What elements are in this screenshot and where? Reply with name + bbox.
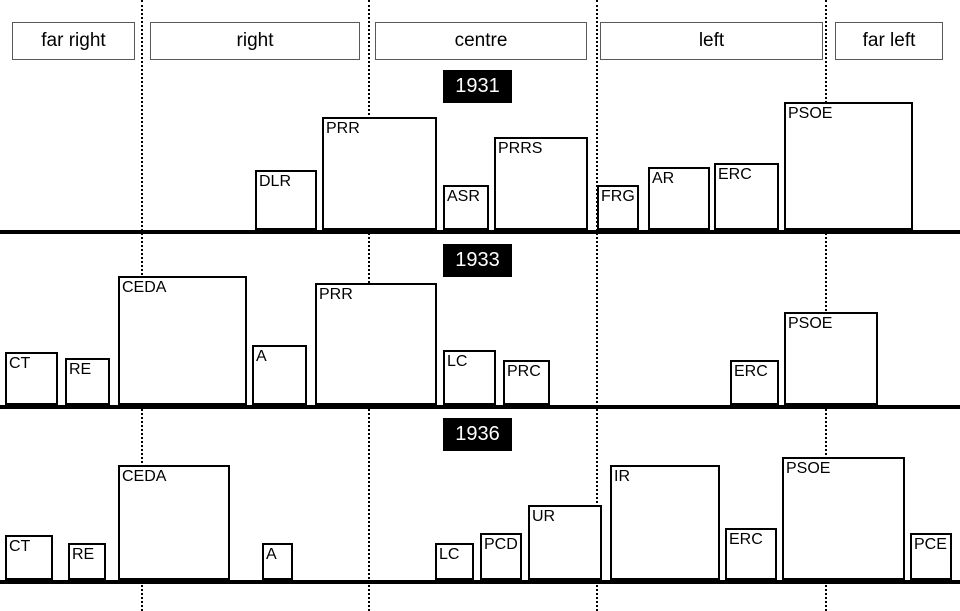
spectrum-label-left: left (600, 22, 823, 60)
party-box-PRC: PRC (503, 360, 550, 405)
party-box-CT: CT (5, 535, 53, 580)
party-box-IR: IR (610, 465, 720, 580)
party-box-PSOE: PSOE (784, 312, 878, 405)
party-box-ERC: ERC (725, 528, 777, 580)
party-box-A: A (252, 345, 307, 405)
party-box-FRG: FRG (597, 185, 639, 230)
spectrum-divider-line (596, 0, 598, 611)
spectrum-label-right: right (150, 22, 360, 60)
party-box-A: A (262, 543, 293, 580)
spectrum-label-centre: centre (375, 22, 587, 60)
year-badge: 1933 (443, 244, 512, 277)
party-box-DLR: DLR (255, 170, 317, 230)
party-box-PSOE: PSOE (782, 457, 905, 580)
party-box-PSOE: PSOE (784, 102, 913, 230)
party-box-PCD: PCD (480, 533, 522, 580)
party-box-AR: AR (648, 167, 710, 230)
party-box-PCE: PCE (910, 533, 952, 580)
spectrum-divider-line (825, 0, 827, 611)
axis-baseline (0, 230, 960, 234)
party-box-RE: RE (65, 358, 110, 405)
party-box-LC: LC (443, 350, 496, 405)
party-box-LC: LC (435, 543, 474, 580)
party-box-ERC: ERC (714, 163, 779, 230)
party-box-CEDA: CEDA (118, 276, 247, 405)
party-box-UR: UR (528, 505, 602, 580)
party-box-ERC: ERC (730, 360, 779, 405)
year-badge: 1931 (443, 70, 512, 103)
axis-baseline (0, 580, 960, 584)
party-box-PRRS: PRRS (494, 137, 588, 230)
spectrum-label-far-left: far left (835, 22, 943, 60)
party-box-PRR: PRR (322, 117, 437, 230)
party-box-CT: CT (5, 352, 58, 405)
year-badge: 1936 (443, 418, 512, 451)
axis-baseline (0, 405, 960, 409)
party-box-CEDA: CEDA (118, 465, 230, 580)
party-box-RE: RE (68, 543, 106, 580)
party-box-PRR: PRR (315, 283, 437, 405)
spectrum-label-far-right: far right (12, 22, 135, 60)
party-box-ASR: ASR (443, 185, 489, 230)
